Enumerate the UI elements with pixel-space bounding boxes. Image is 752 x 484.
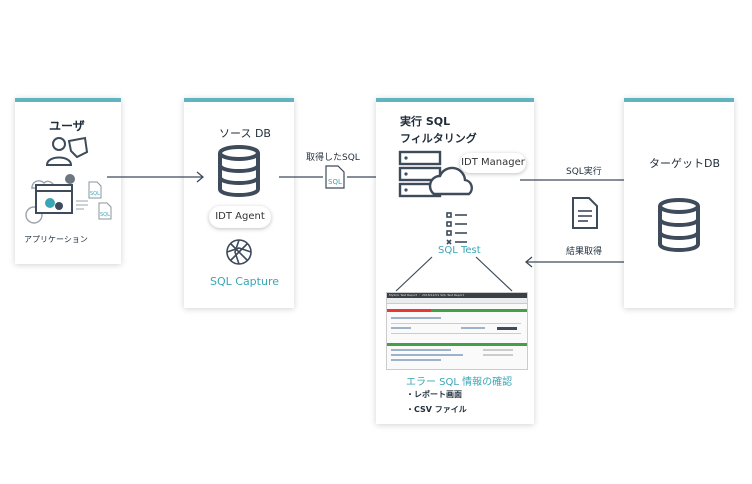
error-sql-heading: エラー SQL 情報の確認 xyxy=(406,377,513,388)
sql-test-label: SQL Test xyxy=(438,245,481,256)
sql-file-icon-2: SQL xyxy=(98,202,112,220)
arrow-label-result: 結果取得 xyxy=(566,247,603,257)
application-icon xyxy=(25,174,88,224)
filter-title-line1: 実行 SQL xyxy=(400,115,451,128)
sql-capture-logo-icon xyxy=(226,239,252,265)
sql-capture-label: SQL Capture xyxy=(210,275,280,288)
source-title: ソース DB xyxy=(219,127,271,140)
svg-text:SQL: SQL xyxy=(90,191,100,197)
user-caption: アプリケーション xyxy=(24,235,88,244)
bullet-report-screen: ・レポート画面 xyxy=(406,390,462,399)
server-cloud-icon xyxy=(398,150,473,198)
report-tabs xyxy=(387,298,527,304)
bullet-csv-file: ・CSV ファイル xyxy=(406,405,467,414)
user-title: ユーザ xyxy=(49,119,85,133)
arrow-source-to-filter xyxy=(279,171,389,183)
svg-text:SQL: SQL xyxy=(100,212,110,218)
source-card xyxy=(184,98,294,308)
arrow-filter-to-target xyxy=(520,174,636,186)
arrow-label-sql-exec: SQL実行 xyxy=(566,167,602,177)
arrow-target-to-filter xyxy=(524,256,638,268)
idt-agent-badge: IDT Agent xyxy=(209,206,271,228)
sql-file-icon: SQL xyxy=(88,181,102,199)
screenshot-connector-lines xyxy=(395,256,513,292)
target-card xyxy=(624,98,734,308)
idt-manager-badge: IDT Manager xyxy=(460,153,526,173)
checklist-icon xyxy=(446,212,467,245)
svg-text:SQL: SQL xyxy=(328,178,342,186)
report-screenshot: MySQL Test Report ・ 2018/12/01 SQL Test … xyxy=(386,292,528,370)
arrow-user-to-source xyxy=(107,171,205,183)
arrow-label-captured-sql: 取得したSQL xyxy=(306,153,360,163)
document-icon xyxy=(572,197,598,229)
filter-title-line2: フィルタリング xyxy=(400,132,477,145)
sql-file-icon-3: SQL xyxy=(325,165,345,189)
database-icon xyxy=(218,145,260,197)
target-title: ターゲットDB xyxy=(649,157,721,170)
users-icon xyxy=(45,136,89,166)
target-database-icon xyxy=(658,198,700,252)
report-header: MySQL Test Report ・ 2018/12/01 SQL Test … xyxy=(387,293,527,298)
